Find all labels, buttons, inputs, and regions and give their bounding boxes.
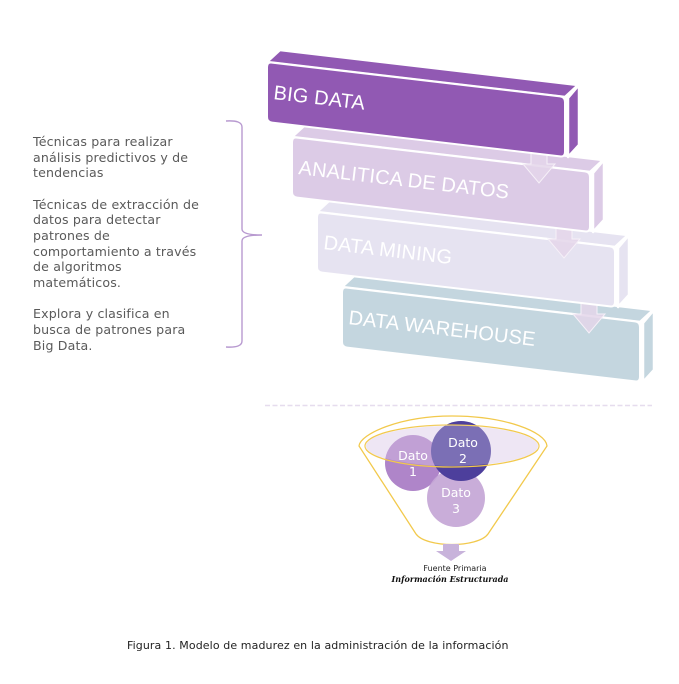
dato-3-label-line1: Dato [441,485,471,500]
box-side-face [566,83,581,159]
dato-3-label-line2: 3 [452,501,460,516]
box-side-face [591,158,606,234]
level-box-data-warehouse: DATA WAREHOUSE [340,273,656,384]
level-descriptions: Técnicas para realizar análisis predicti… [33,134,223,369]
box-front-face [291,136,591,233]
funnel-output-arrow [436,544,466,561]
funnel-mouth-outline [364,424,540,468]
dato-1-label-line2: 1 [409,464,417,479]
dato-2-label-line2: 2 [459,451,467,466]
box-front-face [316,211,616,308]
box-side-face [616,233,631,309]
dato-1-label-line1: Dato [398,448,428,463]
box-front-face [341,286,641,383]
funnel-mouth-haze [365,425,539,466]
dato-2-label-line1: Dato [448,435,478,450]
level-box-analitica: ANALITICA DE DATOS [290,123,606,234]
box-side-face [641,308,656,384]
description-data-mining: Técnicas de extracción de datos para det… [33,196,199,290]
description-analitica: Técnicas para realizar análisis predicti… [33,134,189,181]
funnel: Dato 1 Dato 2 Dato 3 Fuente Primaria Inf… [358,415,548,584]
level-box-big-data: BIG DATA [265,48,581,159]
description-data-warehouse: Explora y clasifica en busca de patrones… [33,306,186,353]
figure-caption: Figura 1. Modelo de madurez en la admini… [127,639,509,652]
level-box-data-mining: DATA MINING [315,198,631,309]
curly-bracket [225,120,263,348]
dato-1-circle [385,435,441,491]
source-sublabel: Información Estructurada [391,574,509,584]
dato-3-circle [427,469,485,527]
box-front-face [266,61,566,158]
source-label: Fuente Primaria [423,564,486,573]
